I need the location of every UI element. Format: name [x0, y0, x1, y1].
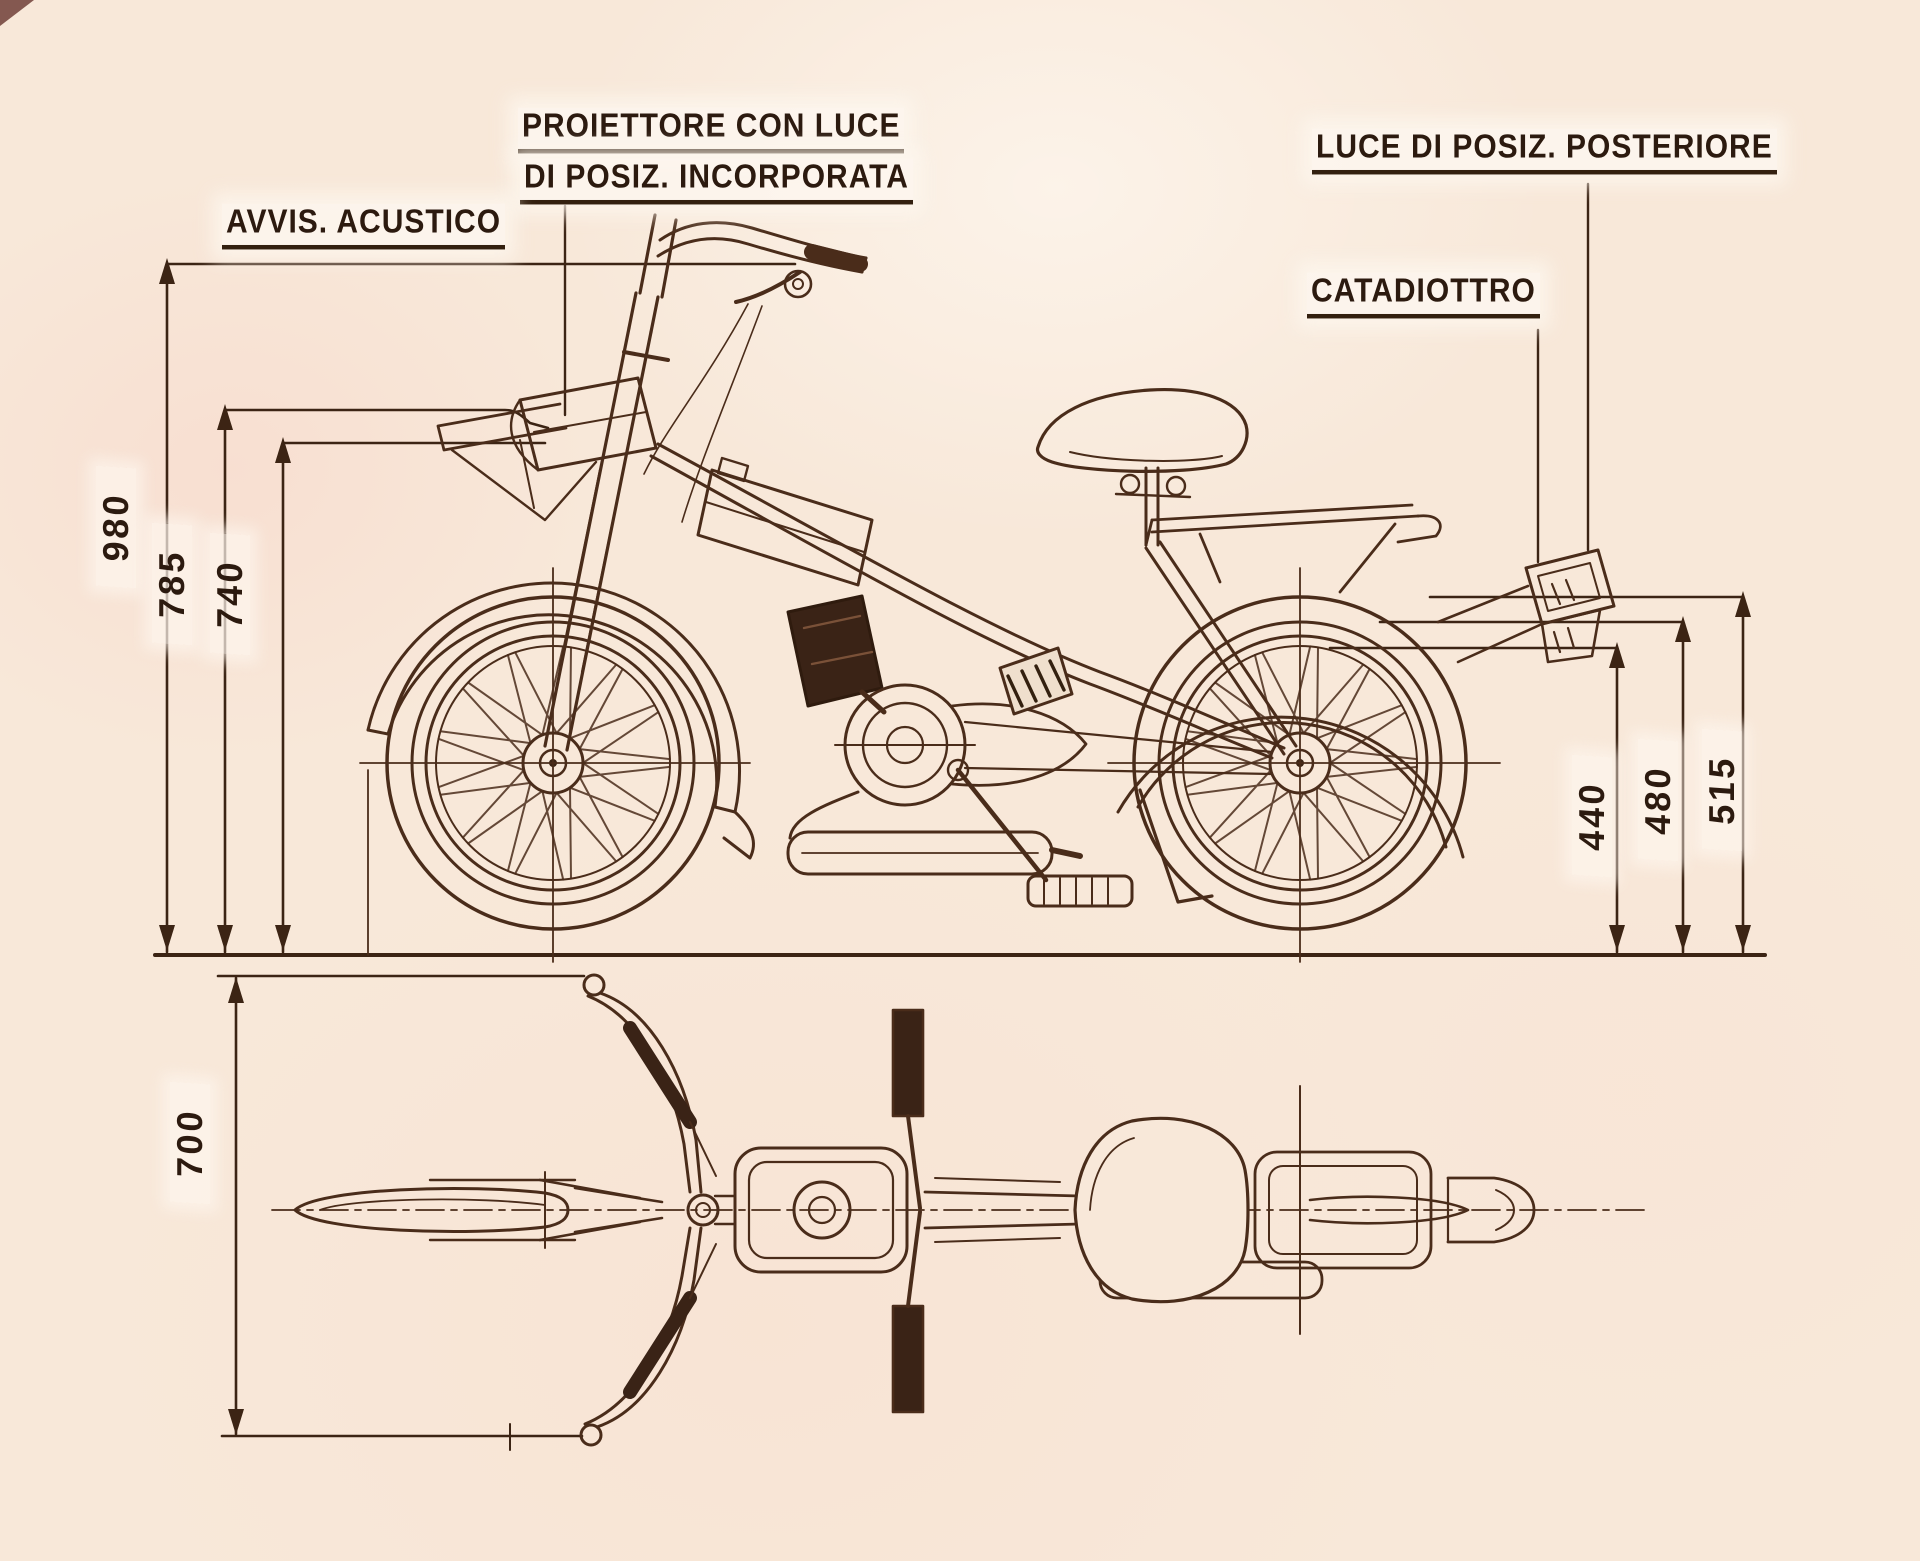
dim-height-515: 515: [1701, 728, 1742, 852]
pedal-left: [891, 1008, 925, 1118]
rear-wheel-plan: [1308, 1195, 1470, 1225]
front-mudflap: [722, 810, 755, 860]
dim-overall-width: 700: [169, 1081, 210, 1205]
intake: [859, 689, 887, 715]
label-headlight-line2: DI POSIZ. INCORPORATA: [520, 158, 913, 205]
frame: [649, 442, 1298, 776]
brake-lever: [734, 270, 802, 304]
leader-lines: [563, 182, 1590, 564]
engine: [786, 594, 1088, 807]
right-grip: [579, 1423, 603, 1447]
filler-cap: [716, 456, 750, 483]
engine-plan: [713, 1146, 909, 1274]
label-tail-light: LUCE DI POSIZ. POSTERIORE: [1312, 128, 1777, 175]
dim-overall-height: 980: [95, 465, 136, 589]
handlebar-grip: [804, 244, 868, 272]
seat-spring: [1119, 473, 1141, 495]
fork-plan: [538, 1178, 664, 1242]
left-grip: [582, 973, 606, 997]
tail-light-plan: [1446, 1176, 1536, 1244]
horn: [783, 269, 813, 299]
seat-plan: [1073, 1116, 1250, 1304]
scan-corner-artifact: [0, 0, 34, 26]
kickstand: [1138, 788, 1214, 904]
handlebar-plan: [579, 973, 720, 1447]
fork-slider: [558, 468, 624, 674]
label-horn: AVVIS. ACUSTICO: [222, 203, 506, 250]
label-headlight-line1: PROIETTORE CON LUCE: [518, 107, 905, 154]
frame-badge: [998, 646, 1074, 716]
dimension-width: [216, 974, 586, 1451]
transmission-case: [950, 702, 1088, 787]
dim-height-785: 785: [151, 522, 192, 646]
top-view: [216, 973, 1649, 1451]
steering-head: [686, 1193, 720, 1227]
rear-plan: [1253, 1085, 1536, 1335]
chain-line: [963, 720, 1274, 776]
front-axle-crosshair: [359, 567, 751, 963]
rear-wheel: [1107, 567, 1501, 963]
handlebar: [643, 221, 868, 523]
label-reflector: CATADIOTTRO: [1307, 272, 1540, 319]
dimension-lines-right: [1328, 591, 1751, 954]
front-fork: [543, 213, 678, 752]
dim-height-440: 440: [1571, 754, 1612, 878]
dim-height-480: 480: [1637, 738, 1678, 862]
frame-plan: [923, 1177, 1082, 1243]
brake-lever-plan: [623, 1021, 717, 1399]
fork-crown: [622, 350, 670, 362]
pedals-plan: [891, 1008, 925, 1414]
air-filter: [786, 594, 884, 708]
pedal-right: [891, 1304, 925, 1414]
front-carrier: [436, 402, 598, 522]
dim-height-740: 740: [209, 532, 250, 656]
side-view: [153, 182, 1767, 963]
headlight: [509, 376, 658, 472]
seat: [1035, 387, 1249, 499]
seat-spring: [1165, 475, 1187, 497]
exhaust: [786, 790, 1083, 876]
control-cables: [643, 303, 763, 523]
front-spokes: [437, 645, 671, 881]
tail-light: [1524, 548, 1616, 626]
fuel-tank: [696, 456, 874, 587]
dimension-lines-left: [159, 258, 797, 954]
front-fender: [366, 581, 755, 860]
rear-rack: [1144, 503, 1442, 594]
rear-fender: [1116, 548, 1616, 859]
front-wheel: [359, 567, 751, 963]
pedal: [1026, 874, 1134, 908]
rear-reflector: [1540, 608, 1602, 664]
front-wheel-plan: [293, 1171, 577, 1249]
